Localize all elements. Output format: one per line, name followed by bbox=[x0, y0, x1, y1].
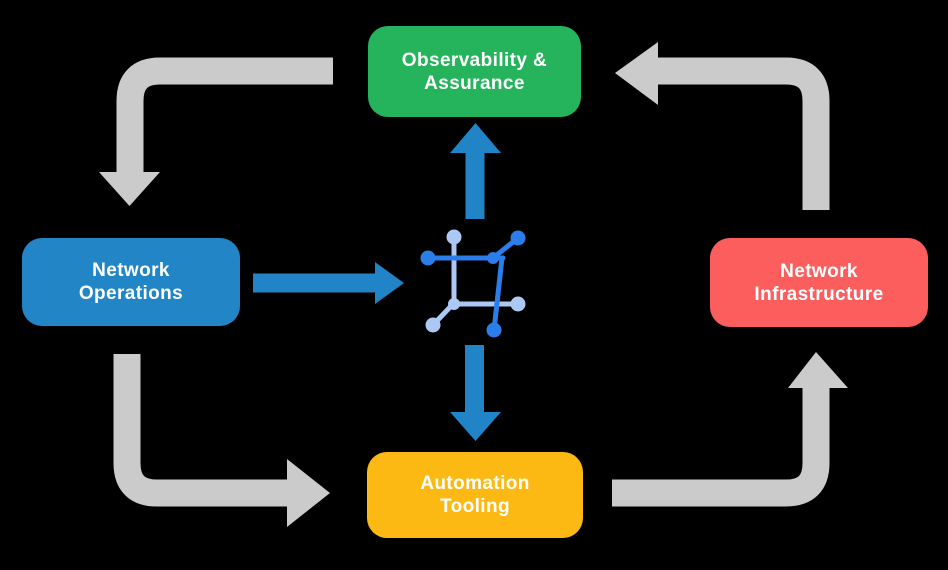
node-network-operations: Network Operations bbox=[22, 238, 240, 326]
network-automation-icon-light-part bbox=[425, 229, 526, 333]
arrow-observability-to-operations-icon bbox=[99, 57, 333, 206]
node-network-infrastructure: Network Infrastructure bbox=[710, 238, 928, 327]
node-network-infrastructure-label: Network Infrastructure bbox=[754, 260, 884, 305]
node-network-operations-label: Network Operations bbox=[78, 260, 184, 304]
node-observability-assurance-label: Observability & Assurance bbox=[401, 49, 548, 94]
arrow-operations-to-automation-icon bbox=[113, 354, 330, 527]
node-observability-assurance: Observability & Assurance bbox=[368, 26, 581, 117]
arrow-infrastructure-to-observability-icon bbox=[615, 42, 830, 210]
arrow-center-to-observability-icon bbox=[450, 123, 501, 219]
arrow-operations-to-center-icon bbox=[253, 262, 404, 304]
network-automation-icon bbox=[420, 229, 526, 338]
arrow-center-to-automation-icon bbox=[450, 345, 501, 441]
network-automation-icon-dark-part bbox=[420, 230, 526, 338]
arrow-automation-to-infrastructure-icon bbox=[612, 352, 848, 507]
node-automation-tooling-label: Automation Tooling bbox=[420, 473, 530, 517]
node-automation-tooling: Automation Tooling bbox=[367, 452, 583, 538]
